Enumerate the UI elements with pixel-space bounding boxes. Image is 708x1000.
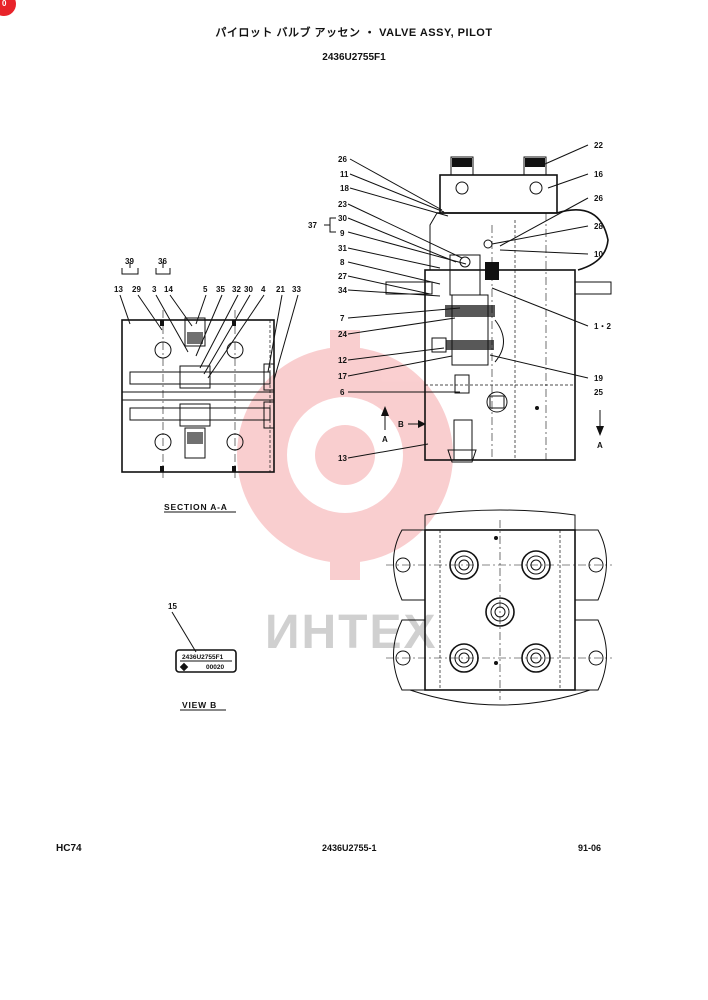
label-1-2: 1・2 [594, 322, 611, 331]
label-15: 15 [168, 602, 177, 611]
section-arrow-a-left: A [382, 435, 388, 444]
label-22: 22 [594, 141, 603, 150]
label-34: 34 [338, 286, 347, 295]
nameplate-line-1: 2436U2755F1 [182, 654, 224, 661]
label-26: 26 [338, 155, 347, 164]
label-39: 39 [125, 257, 134, 266]
label-31: 31 [338, 244, 347, 253]
label-11: 11 [340, 170, 349, 179]
label-30b: 30 [244, 285, 253, 294]
label-24: 24 [338, 330, 347, 339]
label-25: 25 [594, 388, 603, 397]
part-labels-section: 39 36 13 29 3 14 5 35 32 30 4 21 33 SECT… [114, 257, 301, 512]
label-28: 28 [594, 222, 603, 231]
corner-badge: 0 [0, 0, 16, 16]
label-36: 36 [158, 257, 167, 266]
label-32: 32 [232, 285, 241, 294]
label-17: 17 [338, 372, 347, 381]
footer-date: 91-06 [578, 843, 602, 853]
label-12: 12 [338, 356, 347, 365]
label-10: 10 [594, 250, 603, 259]
label-8: 8 [340, 258, 345, 267]
watermark-text: ИНТЕХ [265, 606, 438, 659]
label-18: 18 [340, 184, 349, 193]
leader-lines-section [119, 262, 299, 513]
label-9: 9 [340, 229, 345, 238]
label-26b: 26 [594, 194, 603, 203]
label-35: 35 [216, 285, 225, 294]
caption-section-a-a: SECTION A-A [164, 502, 228, 512]
label-29: 29 [132, 285, 141, 294]
label-13-side: 13 [338, 454, 347, 463]
label-30: 30 [338, 214, 347, 223]
label-3: 3 [152, 285, 157, 294]
page-title: パイロット バルブ アッセン ・ VALVE ASSY, PILOT [215, 27, 493, 39]
caption-view-b: VIEW B [182, 700, 217, 710]
label-7: 7 [340, 314, 345, 323]
view-arrow-b: B [398, 420, 404, 429]
label-19: 19 [594, 374, 603, 383]
label-33: 33 [292, 285, 301, 294]
label-4: 4 [261, 285, 266, 294]
bottom-view-drawing [386, 509, 612, 706]
label-14: 14 [164, 285, 173, 294]
part-labels-side: 26 11 18 23 37 30 9 31 8 27 34 7 24 12 1… [308, 141, 611, 463]
section-arrow-a-right: A [597, 441, 603, 450]
label-13-section: 13 [114, 285, 123, 294]
side-view-drawing [381, 156, 612, 463]
part-number: 2436U2755F1 [322, 52, 386, 63]
label-21: 21 [276, 285, 285, 294]
label-37: 37 [308, 221, 317, 230]
view-b-nameplate: 2436U2755F1 00020 15 VIEW B [168, 602, 237, 711]
label-16: 16 [594, 170, 603, 179]
label-5: 5 [203, 285, 208, 294]
label-27: 27 [338, 272, 347, 281]
footer-model: HC74 [56, 843, 82, 854]
leader-lines-side [324, 144, 589, 459]
label-23: 23 [338, 200, 347, 209]
watermark-logo [237, 330, 453, 580]
nameplate-line-2: 00020 [206, 664, 224, 671]
footer-drawing-number: 2436U2755-1 [322, 843, 377, 853]
label-6: 6 [340, 388, 345, 397]
